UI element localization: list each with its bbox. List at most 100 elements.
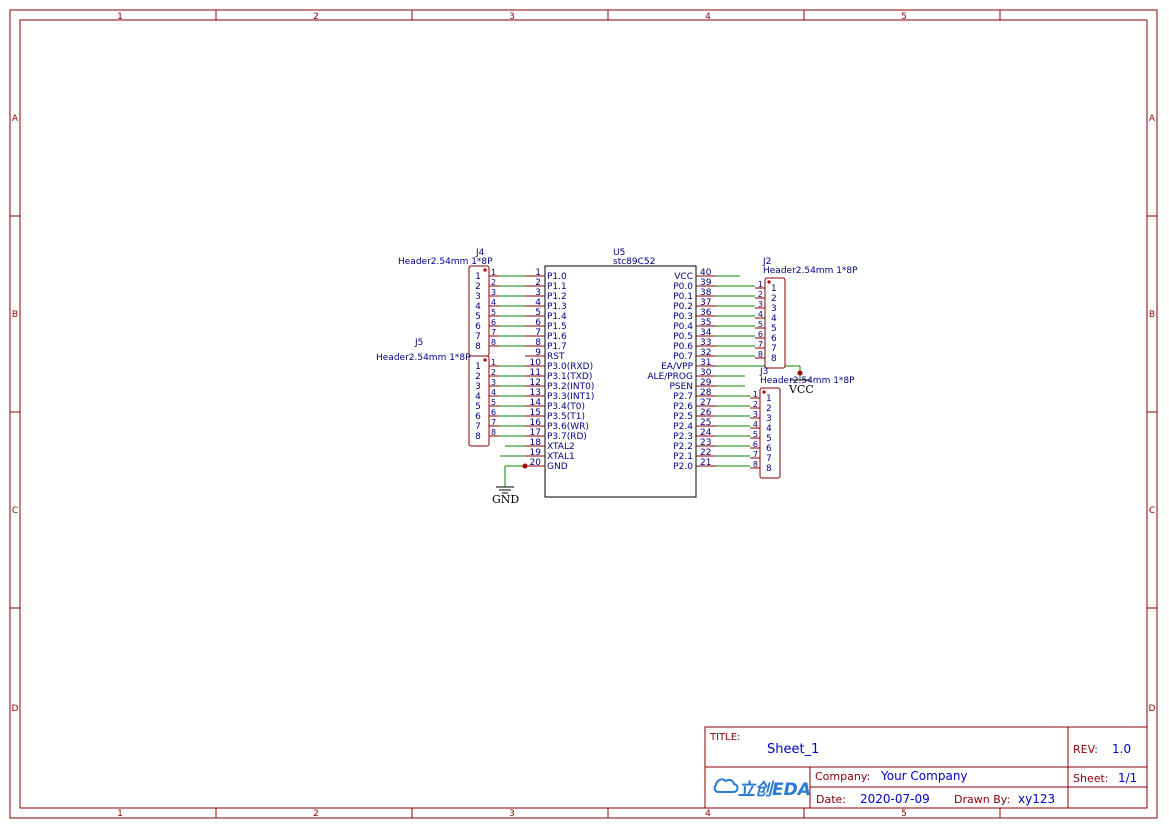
u5-pin-name-37: P0.2 [673, 302, 693, 312]
header-pin-inner-label: 5 [771, 324, 777, 334]
vcc-symbol: VCC [788, 379, 814, 396]
header-pin-inner-label: 8 [771, 354, 777, 364]
header-j3-body[interactable] [759, 387, 781, 479]
u5-pin-num-33: 33 [700, 338, 711, 348]
frame-col-label-bottom: 3 [509, 809, 515, 819]
pin1-marker-icon [483, 268, 487, 272]
u5-pin-name-11: P3.1(TXD) [547, 372, 592, 382]
wires [499, 275, 801, 487]
header-pin-num: 2 [753, 400, 758, 409]
header-j2-body[interactable] [764, 277, 786, 369]
header-pin-num: 5 [753, 430, 758, 439]
header-pin-inner-label: 6 [771, 334, 777, 344]
frame-row-label-right: A [1149, 114, 1156, 124]
header-pin-inner-label: 3 [475, 292, 481, 302]
header-pin-inner-label: 6 [475, 412, 481, 422]
junctions [522, 370, 803, 469]
u5-pin-num-1: 1 [535, 268, 541, 278]
frame-col-label-bottom: 2 [313, 809, 319, 819]
header-pin-num: 1 [491, 358, 496, 367]
u5-chip[interactable]: U5 stc89C52 [544, 248, 697, 498]
title-value: Sheet_1 [767, 742, 819, 757]
u5-pin-num-24: 24 [700, 428, 712, 438]
header-pin-num: 4 [491, 388, 496, 397]
u5-pin-num-40: 40 [700, 268, 712, 278]
u5-pin-name-35: P0.4 [673, 322, 693, 332]
u5-pin-name-30: ALE/PROG [647, 372, 693, 382]
header-pin-num: 7 [491, 418, 496, 427]
header-j5-designator: J5 [414, 338, 423, 348]
u5-pin-num-11: 11 [530, 368, 541, 378]
u5-pin-num-16: 16 [530, 418, 542, 428]
frame-col-label-bottom: 5 [901, 809, 907, 819]
header-pin-num: 7 [758, 340, 763, 349]
frame-row-label-left: C [12, 506, 18, 516]
header-pin-num: 4 [491, 298, 496, 307]
header-pin-inner-label: 6 [766, 444, 772, 454]
sheet-value: 1/1 [1118, 771, 1137, 785]
frame-col-label-top: 3 [509, 12, 515, 22]
u5-pin-num-20: 20 [530, 458, 542, 468]
u5-pin-name-13: P3.3(INT1) [547, 392, 594, 402]
frame-col-label-top: 1 [117, 12, 123, 22]
frame-row-label-right: C [1149, 506, 1155, 516]
u5-pin-name-29: PSEN [669, 382, 693, 392]
u5-pin-name-31: EA/VPP [661, 362, 693, 372]
u5-pin-num-2: 2 [535, 278, 541, 288]
u5-body[interactable] [544, 265, 697, 498]
u5-pin-name-14: P3.4(T0) [547, 402, 585, 412]
u5-pin-num-37: 37 [700, 298, 711, 308]
header-pin-inner-label: 4 [475, 392, 481, 402]
gnd-label: GND [492, 493, 519, 506]
junction-dot [797, 370, 803, 376]
u5-pin-num-34: 34 [700, 328, 712, 338]
header-pin-num: 1 [491, 268, 496, 277]
header-j2-designator: J2 [762, 257, 771, 267]
drawn-label: Drawn By: [954, 793, 1010, 806]
header-j3-part: Header2.54mm 1*8P [760, 376, 855, 386]
header-pin-inner-label: 2 [475, 372, 481, 382]
u5-pin-num-15: 15 [530, 408, 541, 418]
header-pin-inner-label: 1 [766, 394, 772, 404]
header-pin-num: 6 [491, 408, 496, 417]
sheet-label: Sheet: [1073, 772, 1109, 785]
u5-pin-name-10: P3.0(RXD) [547, 362, 593, 372]
header-pin-inner-label: 8 [475, 342, 481, 352]
header-j5-body[interactable] [468, 355, 490, 447]
u5-pin-name-24: P2.3 [673, 432, 693, 442]
header-pin-inner-label: 1 [475, 362, 481, 372]
header-pin-num: 6 [758, 330, 763, 339]
date-value: 2020-07-09 [860, 792, 930, 806]
header-pin-inner-label: 7 [766, 454, 772, 464]
header-pin-num: 8 [491, 428, 496, 437]
header-pin-num: 3 [758, 300, 763, 309]
rev-value: 1.0 [1112, 742, 1131, 756]
u5-pin-name-6: P1.5 [547, 322, 567, 332]
u5-pin-name-36: P0.3 [673, 312, 693, 322]
u5-pin-num-26: 26 [700, 408, 712, 418]
pin1-marker-icon [762, 390, 766, 394]
title-block-text: TITLE: Sheet_1 REV: 1.0 Company: Your Co… [709, 732, 1137, 806]
u5-pin-name-5: P1.4 [547, 312, 567, 322]
frame-col-label-top: 5 [901, 12, 907, 22]
header-pin-inner-label: 3 [771, 304, 777, 314]
frame-row-label-left: D [12, 704, 19, 714]
u5-pin-num-9: 9 [535, 348, 541, 358]
header-pin-inner-label: 7 [475, 332, 481, 342]
u5-pin-num-13: 13 [530, 388, 541, 398]
u5-pin-name-27: P2.6 [673, 402, 693, 412]
title-block [704, 726, 1148, 809]
header-pin-inner-label: 4 [766, 424, 772, 434]
header-pin-inner-label: 2 [771, 294, 777, 304]
u5-pin-name-39: P0.0 [673, 282, 693, 292]
header-j3-designator: J3 [759, 367, 768, 377]
u5-pin-num-31: 31 [700, 358, 711, 368]
u5-pin-name-12: P3.2(INT0) [547, 382, 594, 392]
u5-pin-num-38: 38 [700, 288, 712, 298]
header-pin-inner-label: 3 [475, 382, 481, 392]
